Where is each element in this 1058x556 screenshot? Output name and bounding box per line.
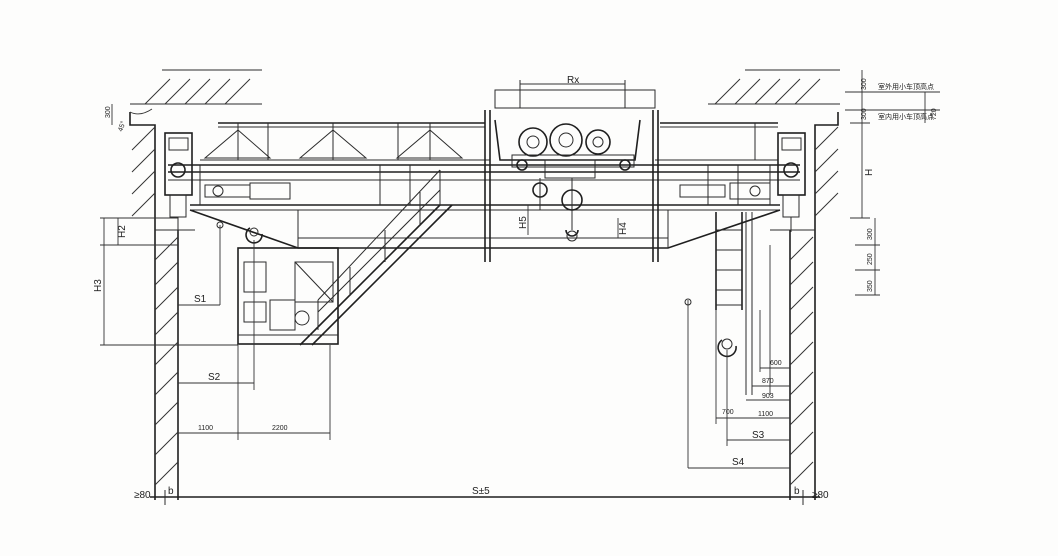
dim-300-mid: 300 — [861, 108, 868, 120]
label-h5: H5 — [518, 216, 529, 229]
roof-hatch-left — [130, 69, 262, 105]
dim-720: 720 — [931, 108, 938, 120]
end-carriage-left — [164, 132, 291, 232]
angle-45: 45° — [116, 120, 127, 133]
dim-1100-right: 1100 — [758, 411, 773, 418]
roof-hatch-right — [708, 69, 840, 105]
dim-870: 870 — [762, 378, 774, 385]
dim-2200: 2200 — [272, 425, 288, 432]
label-s2: S2 — [208, 372, 221, 383]
dim-1100-left: 1100 — [198, 425, 213, 432]
hook-positions — [216, 221, 737, 468]
trolley — [494, 80, 656, 242]
label-h: H — [864, 169, 875, 176]
access-stair — [299, 169, 453, 346]
dim-300-top: 300 — [861, 78, 868, 90]
label-b-right: b — [794, 486, 800, 497]
left-column — [129, 112, 195, 500]
dim-903: 903 — [762, 393, 774, 400]
dim-700: 700 — [722, 409, 734, 416]
label-s1: S1 — [194, 294, 207, 305]
label-s3: S3 — [752, 430, 765, 441]
dim-350: 350 — [867, 280, 874, 292]
dim-600: 600 — [770, 360, 782, 367]
label-s4: S4 — [732, 457, 745, 468]
dim-250: 250 — [867, 253, 874, 265]
dimension-lines — [100, 70, 940, 469]
label-h4: H4 — [618, 222, 629, 235]
light-fixtures — [203, 129, 464, 159]
ground-line — [150, 490, 820, 505]
label-span: S±5 — [472, 486, 490, 497]
label-clear-left: ≥80 — [134, 490, 151, 501]
dim-300-left: 300 — [105, 106, 112, 118]
label-h3: H3 — [93, 279, 104, 292]
operator-cab — [237, 247, 339, 345]
note-outdoor-trolley-top: 室外用小车顶高点 — [878, 82, 934, 91]
end-carriage-right — [679, 132, 806, 232]
label-clear-right: ≥80 — [812, 490, 829, 501]
break-lines — [484, 110, 659, 262]
dim-300-right: 300 — [867, 228, 874, 240]
note-indoor-trolley-top: 室内用小车顶高点 — [878, 112, 934, 121]
right-column — [770, 112, 839, 500]
label-rx: Rx — [567, 75, 579, 86]
side-ladder — [715, 212, 753, 395]
label-h2: H2 — [117, 225, 128, 238]
top-railing — [218, 122, 778, 160]
label-b-left: b — [168, 486, 174, 497]
